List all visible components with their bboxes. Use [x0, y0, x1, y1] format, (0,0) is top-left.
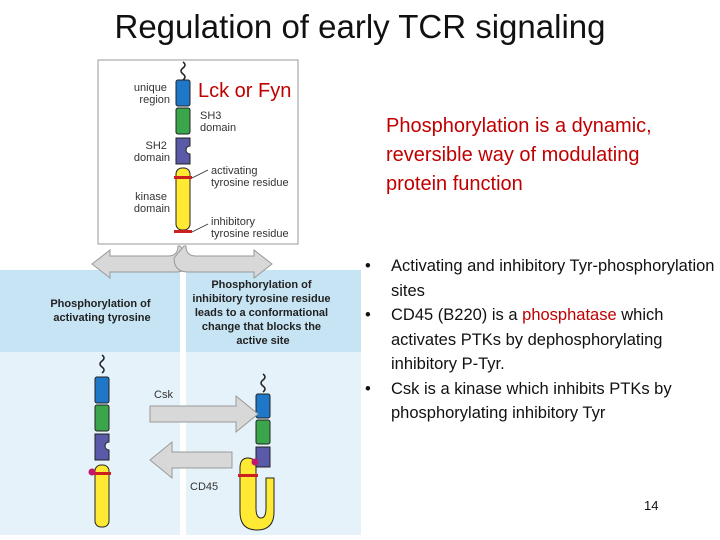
sh3-label-line2: domain	[200, 122, 236, 134]
unique-label-line1: unique	[134, 82, 167, 94]
activating-leader	[191, 169, 209, 179]
phosphorylation-definition: Phosphorylation is a dynamic, reversible…	[386, 115, 652, 195]
sh2-label-line2: domain	[134, 152, 170, 164]
right-panel-band	[186, 270, 361, 352]
activating-tyrosine-mark	[174, 176, 192, 179]
sh2-label-line1: SH2	[146, 140, 167, 152]
phosphatase-highlight: phosphatase	[522, 306, 617, 324]
lck-fyn-label: Lck or Fyn	[198, 80, 292, 102]
sh3-label-line1: SH3	[200, 110, 221, 122]
activating-label-line2: tyrosine residue	[211, 177, 289, 189]
left-panel-label-line1: Phosphorylation of	[50, 298, 151, 310]
right-unique-domain	[255, 393, 271, 419]
svg-text:unique region: unique region	[134, 82, 170, 106]
kinase-label-line1: kinase	[135, 191, 167, 203]
bullet-text-1: Activating and inhibitory Tyr-phosphoryl…	[391, 257, 715, 300]
svg-text:SH3 domain: SH3 domain	[200, 110, 236, 134]
left-phosphate-dot	[88, 468, 96, 476]
left-panel-band	[0, 270, 180, 352]
svg-text:activating tyrosine residu: activating tyrosine residue	[211, 165, 289, 189]
right-panel-label-line1: Phosphorylation of	[211, 279, 312, 291]
unique-label-line2: region	[139, 94, 170, 106]
left-kinase-domain	[94, 464, 110, 528]
inhibitory-leader	[191, 223, 209, 233]
svg-text:Phosphorylation of inhibit: Phosphorylation of inhibitory tyrosine r…	[192, 279, 333, 347]
right-panel-label-line3: leads to a conformational	[195, 307, 328, 319]
right-panel-label-line2: inhibitory tyrosine residue	[192, 293, 330, 305]
svg-text:inhibitory tyrosine residu: inhibitory tyrosine residue	[211, 216, 289, 240]
bullet-text-3: Csk is a kinase which inhibits PTKs by p…	[391, 379, 672, 423]
cd45-label: CD45	[190, 481, 218, 493]
bullet-item-2: •CD45 (B220) is a phosphatase which acti…	[365, 306, 664, 373]
right-sh2-domain	[255, 446, 271, 468]
right-activating-mark	[238, 474, 258, 477]
csk-label: Csk	[154, 389, 173, 401]
cd45-arrow	[149, 440, 233, 480]
bullet-item-3: •Csk is a kinase which inhibits PTKs by …	[365, 379, 672, 423]
right-sh3-domain	[255, 419, 271, 445]
activating-label-line1: activating	[211, 165, 257, 177]
right-phosphate-dot	[251, 458, 259, 466]
svg-text:SH2 domain: SH2 domain	[134, 140, 170, 164]
unique-region-domain	[175, 79, 191, 107]
bullet-item-1: •Activating and inhibitory Tyr-phosphory…	[365, 257, 715, 300]
kinase-label-line2: domain	[134, 203, 170, 215]
page-number: 14	[644, 498, 659, 513]
right-panel-label-line5: active site	[236, 335, 289, 347]
bullet-list: •Activating and inhibitory Tyr-phosphory…	[365, 254, 720, 426]
right-panel-label-line4: change that blocks the	[202, 321, 321, 333]
inhibitory-label-line1: inhibitory	[211, 216, 256, 228]
split-arrow-right	[173, 245, 273, 280]
slide-title: Regulation of early TCR signaling	[114, 8, 606, 45]
csk-arrow	[149, 394, 259, 434]
left-unique-domain	[94, 376, 110, 404]
left-sh3-domain	[94, 404, 110, 432]
inhibitory-tyrosine-mark	[174, 230, 192, 233]
bullet-text-2-post: which activates PTKs by dephosphorylatin…	[391, 306, 664, 373]
n-terminus-squiggle	[180, 61, 186, 81]
svg-text:kinase domain: kinase domain	[134, 191, 170, 215]
left-panel-label-line2: activating tyrosine	[53, 312, 150, 324]
left-sh2-domain	[94, 433, 110, 461]
bullet-text-2-pre: CD45 (B220) is a	[391, 306, 523, 324]
sh3-domain	[175, 107, 191, 135]
left-activating-mark	[93, 472, 111, 475]
right-kinase-squiggle	[260, 373, 266, 393]
sh2-domain	[175, 137, 191, 165]
domain-structure-box	[97, 59, 299, 245]
left-kinase-squiggle	[99, 354, 105, 374]
inhibitory-label-line2: tyrosine residue	[211, 228, 289, 240]
svg-text:Phosphorylation of activat: Phosphorylation of activating tyrosine	[50, 298, 153, 324]
